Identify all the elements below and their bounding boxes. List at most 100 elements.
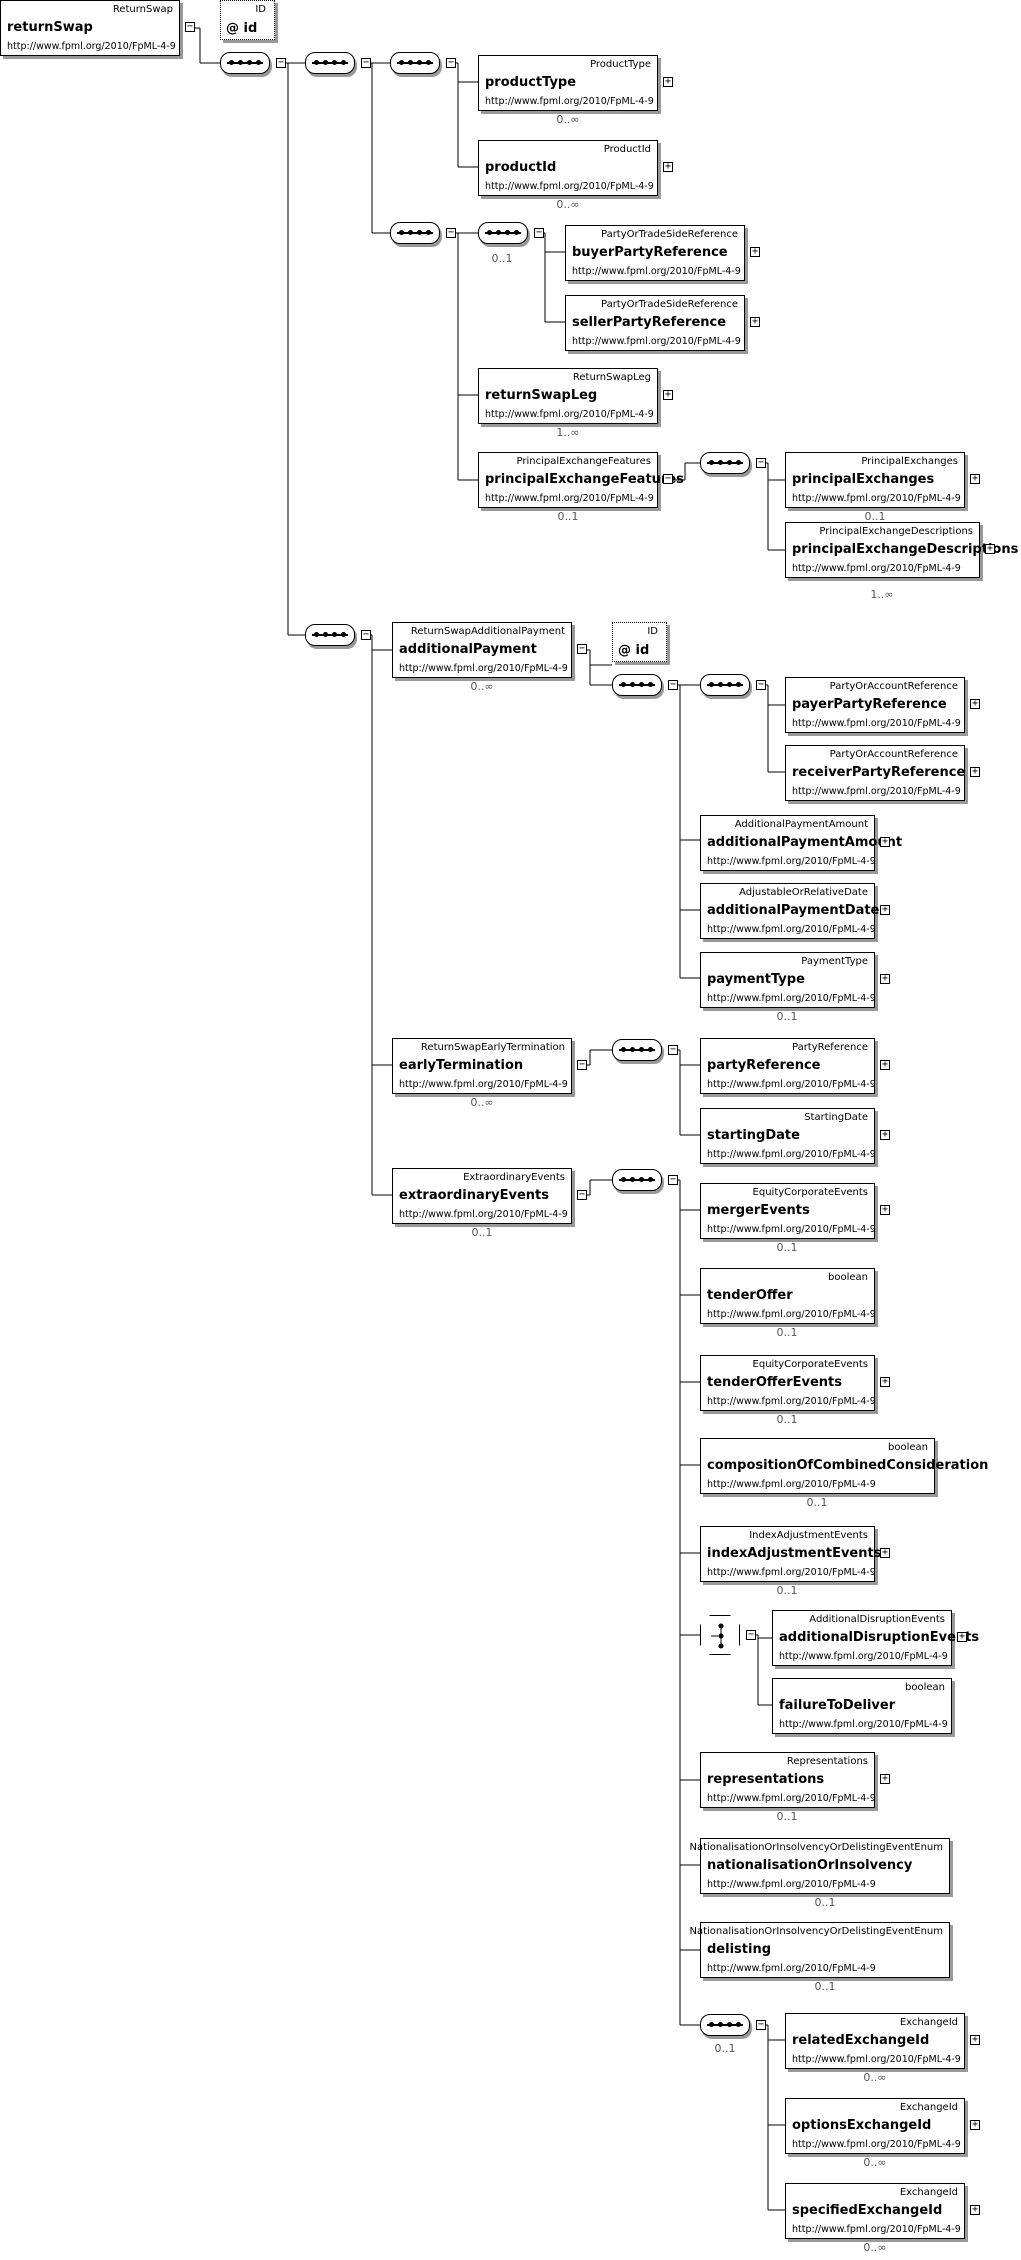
- additional-payment-id-type-label: ID: [647, 626, 658, 637]
- expand-icon[interactable]: +: [880, 973, 890, 984]
- expand-icon[interactable]: +: [970, 473, 980, 484]
- expand-icon[interactable]: +: [880, 836, 890, 847]
- extraordinary-events-type-label: ExtraordinaryEvents: [463, 1172, 565, 1183]
- extraordinary-events-sequence[interactable]: [612, 1169, 662, 1191]
- collapse-icon[interactable]: −: [361, 57, 371, 68]
- collapse-icon[interactable]: −: [361, 629, 371, 640]
- additional-payment-id-attribute[interactable]: ID@ id: [612, 622, 667, 662]
- expand-icon[interactable]: +: [750, 316, 760, 327]
- early-termination-type-label: ReturnSwapEarlyTermination: [420, 1042, 565, 1053]
- additional-payment-namespace-label: http://www.fpml.org/2010/FpML-4-9: [399, 663, 568, 674]
- root-id-attribute[interactable]: ID@ id: [220, 0, 275, 40]
- collapse-icon[interactable]: −: [746, 1629, 756, 1640]
- collapse-icon[interactable]: −: [756, 679, 766, 690]
- expand-icon[interactable]: +: [985, 543, 995, 554]
- expand-icon[interactable]: +: [957, 1631, 967, 1642]
- payment-type-namespace-label: http://www.fpml.org/2010/FpML-4-9: [707, 993, 876, 1004]
- additional-payment-sequence[interactable]: [612, 674, 662, 696]
- expand-icon[interactable]: +: [880, 1059, 890, 1070]
- collapse-icon[interactable]: −: [577, 1189, 587, 1200]
- product-sequence[interactable]: [390, 52, 440, 74]
- delisting-element[interactable]: NationalisationOrInsolvencyOrDelistingEv…: [689, 1922, 950, 1978]
- expand-icon[interactable]: +: [970, 2204, 980, 2215]
- early-termination-sequence[interactable]: [612, 1039, 662, 1061]
- party-references-sequence[interactable]: [478, 222, 528, 244]
- expand-icon[interactable]: +: [970, 766, 980, 777]
- collapse-icon[interactable]: −: [276, 57, 286, 68]
- collapse-icon[interactable]: −: [534, 227, 544, 238]
- collapse-icon[interactable]: −: [668, 1044, 678, 1055]
- expand-icon[interactable]: +: [880, 1204, 890, 1215]
- expand-icon[interactable]: +: [880, 1773, 890, 1784]
- collapse-icon[interactable]: −: [577, 1059, 587, 1070]
- principal-exchange-sequence[interactable]: [700, 452, 750, 474]
- collapse-icon[interactable]: −: [577, 643, 587, 654]
- exchange-ids-sequence[interactable]: [700, 2014, 750, 2036]
- expand-icon[interactable]: +: [970, 698, 980, 709]
- root-sequence[interactable]: [220, 52, 270, 74]
- expand-icon[interactable]: +: [663, 76, 673, 87]
- nationalisation-or-insolvency-namespace-label: http://www.fpml.org/2010/FpML-4-9: [707, 1879, 876, 1890]
- collapse-icon[interactable]: −: [756, 457, 766, 468]
- specified-exchange-id-namespace-label: http://www.fpml.org/2010/FpML-4-9: [792, 2224, 961, 2235]
- expand-icon[interactable]: +: [880, 904, 890, 915]
- additional-group-sequence[interactable]: [305, 624, 355, 646]
- expand-icon[interactable]: +: [970, 2119, 980, 2130]
- payer-receiver-sequence[interactable]: [700, 674, 750, 696]
- sequence-icon: [312, 60, 348, 65]
- expand-icon[interactable]: +: [970, 2034, 980, 2045]
- collapse-icon[interactable]: −: [446, 227, 456, 238]
- expand-icon[interactable]: +: [750, 246, 760, 257]
- product-group-sequence[interactable]: [305, 52, 355, 74]
- expand-icon[interactable]: +: [663, 389, 673, 400]
- buyer-party-reference-namespace-label: http://www.fpml.org/2010/FpML-4-9: [572, 266, 741, 277]
- collapse-icon[interactable]: −: [446, 57, 456, 68]
- expand-icon[interactable]: +: [663, 161, 673, 172]
- parties-sequence[interactable]: [390, 222, 440, 244]
- return-swap-leg-type-label: ReturnSwapLeg: [572, 372, 651, 383]
- collapse-icon[interactable]: −: [668, 1174, 678, 1185]
- expand-icon[interactable]: +: [880, 1547, 890, 1558]
- nationalisation-or-insolvency-element[interactable]: NationalisationOrInsolvencyOrDelistingEv…: [689, 1838, 950, 1894]
- payer-party-reference-namespace-label: http://www.fpml.org/2010/FpML-4-9: [792, 718, 961, 729]
- expand-icon[interactable]: +: [880, 1376, 890, 1387]
- payer-party-reference-name-label: payerPartyReference: [792, 697, 947, 712]
- collapse-icon[interactable]: −: [185, 21, 195, 32]
- expand-icon[interactable]: +: [880, 1129, 890, 1140]
- collapse-icon[interactable]: −: [663, 473, 673, 484]
- collapse-icon[interactable]: −: [756, 2019, 766, 2030]
- collapse-icon[interactable]: −: [668, 679, 678, 690]
- composition-of-combined-consideration-cardinality: 0..1: [806, 1496, 828, 1509]
- disruption-choice[interactable]: [700, 1615, 740, 1655]
